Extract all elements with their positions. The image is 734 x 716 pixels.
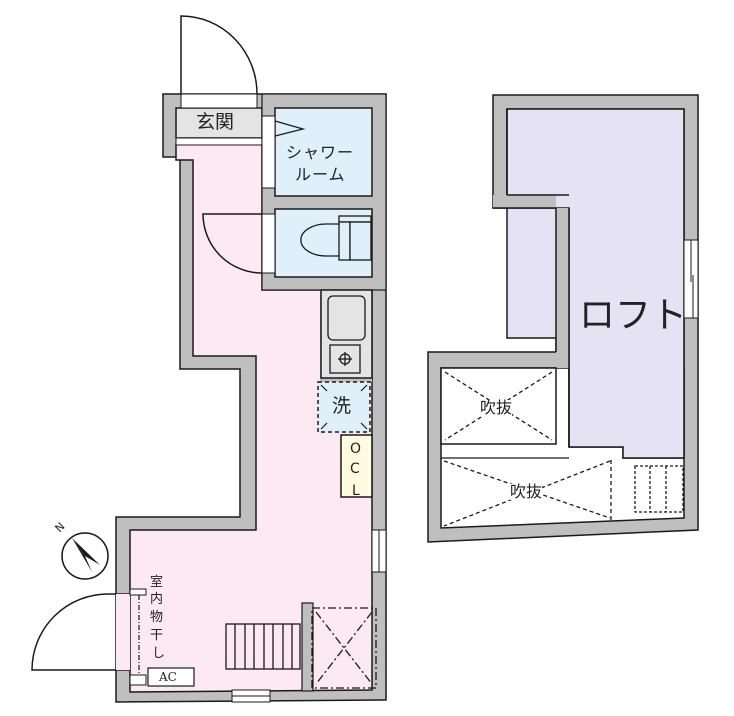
loft-ladder-icon xyxy=(634,465,684,513)
entrance-door-swing xyxy=(180,15,258,95)
indoor-drying-label-5: し xyxy=(152,646,166,661)
shower-room-label-line1: シャワー xyxy=(286,143,355,162)
closet-label-o: O xyxy=(350,441,362,457)
balcony-door-swing xyxy=(31,593,130,671)
ac-unit xyxy=(147,667,195,687)
toilet-door-opening xyxy=(261,213,276,274)
shower-room-label-line2: ルーム xyxy=(295,165,346,184)
indoor-drying-label-4: 干 xyxy=(150,628,164,643)
loft-wall-fill xyxy=(556,208,569,368)
kitchen-sink-icon xyxy=(327,295,366,341)
washer-label: 洗 xyxy=(332,395,352,417)
lower-void-label: 吹抜 xyxy=(510,482,543,501)
drying-rod-bracket-top xyxy=(129,588,147,596)
entrance-label: 玄関 xyxy=(196,111,235,133)
closet-label-l: L xyxy=(352,483,360,499)
upper-void-label: 吹抜 xyxy=(480,398,513,417)
loft-top-wall-fill xyxy=(493,195,556,208)
indoor-drying-label-2: 内 xyxy=(150,592,164,607)
shower-door-opening xyxy=(261,115,276,189)
compass-icon xyxy=(61,532,109,580)
toilet-icon xyxy=(300,215,372,261)
stairs-icon xyxy=(225,623,301,670)
toilet-door-swing xyxy=(202,213,263,274)
storage-void-marking xyxy=(311,607,377,689)
drying-rod-bracket-bottom xyxy=(129,674,147,686)
loft-floor-plan xyxy=(427,94,699,543)
indoor-drying-label-3: 物 xyxy=(150,610,164,625)
balcony-door-opening xyxy=(116,594,130,670)
stove-burner-icon xyxy=(338,352,352,366)
ground-floor-plan xyxy=(31,15,387,703)
closet-label-c: C xyxy=(350,461,360,477)
ac-label: AC xyxy=(159,670,177,684)
stair-wall-post xyxy=(301,602,314,692)
loft-purple-patch xyxy=(570,196,580,207)
entrance-step xyxy=(175,137,263,146)
entrance-door-opening xyxy=(180,93,258,109)
washer-corner-marks xyxy=(320,384,368,430)
indoor-drying-label-1: 室 xyxy=(150,575,164,590)
loft-label: ロフト xyxy=(579,295,688,336)
shower-door-icon xyxy=(274,120,306,137)
closet-area xyxy=(340,434,373,498)
